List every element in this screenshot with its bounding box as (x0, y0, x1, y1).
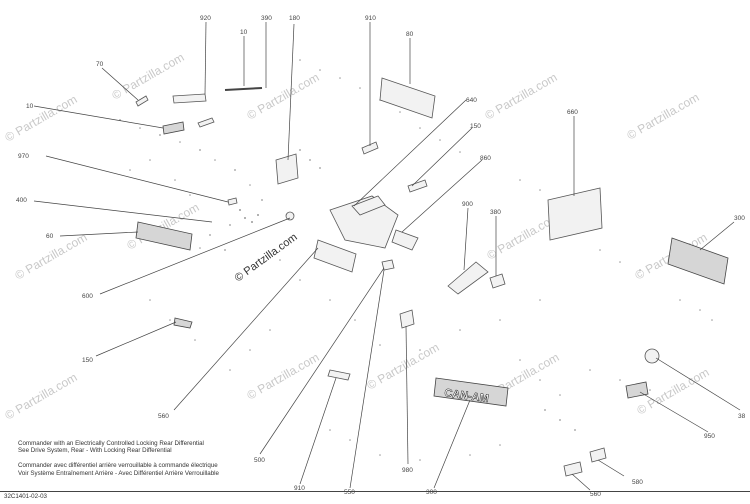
leader-lines (33, 21, 741, 491)
emblem-400 (285, 211, 295, 221)
callout-300-bottom: 300 (426, 489, 437, 496)
panel-860 (329, 195, 399, 249)
note-line: See Drive System, Rear - With Locking Re… (18, 447, 172, 455)
decal-150-left (173, 317, 193, 329)
callout-900: 900 (462, 201, 473, 208)
callout-10: 10 (240, 29, 248, 36)
decal-660 (547, 187, 603, 241)
decal-60 (135, 221, 193, 251)
watermark: © Partzilla.com (110, 50, 187, 103)
callout-660: 660 (567, 109, 578, 116)
decal-small-center (381, 259, 395, 271)
callout-920: 920 (200, 15, 211, 22)
callout-70: 70 (96, 61, 104, 68)
decal-580-a (563, 461, 583, 477)
callout-300-right: 300 (734, 215, 745, 222)
callout-860: 860 (480, 155, 491, 162)
decal-600 (313, 239, 357, 273)
decal-860 (391, 229, 419, 251)
note-line: Commander avec différentiel arrière verr… (18, 462, 218, 470)
callout-150-left: 150 (82, 357, 93, 364)
decal-580-b (589, 447, 607, 463)
decal-920 (172, 93, 207, 104)
callout-500: 500 (254, 457, 265, 464)
watermark: © Partzilla.com (3, 370, 80, 423)
note-line: Commander with an Electrically Controlle… (18, 440, 204, 447)
decal-10-left (162, 121, 185, 135)
decal-380 (489, 273, 506, 289)
decal-70 (135, 95, 149, 107)
watermark-main: © Partzilla.com (233, 231, 300, 284)
callout-910: 910 (365, 15, 376, 22)
callout-38: 38 (738, 413, 746, 420)
note-line: Voir Système Entraînement Arrière - Avec… (18, 469, 219, 477)
callout-labels: 920 10 390 180 910 80 70 10 640 150 660 … (16, 15, 746, 498)
parts-group: CAN-AM (135, 77, 729, 477)
decal-180 (275, 153, 299, 185)
watermark: © Partzilla.com (245, 70, 322, 123)
callout-580: 580 (632, 479, 643, 486)
decal-10-top (197, 117, 215, 128)
callout-560-bottom: 560 (590, 491, 601, 498)
callout-980: 980 (402, 467, 413, 474)
callout-600: 600 (82, 293, 93, 300)
callout-180: 180 (289, 15, 300, 22)
decal-970 (227, 197, 238, 206)
decal-80 (379, 77, 436, 119)
diagram-ref-code: 32C1401-02-03 (4, 493, 48, 500)
callout-80: 80 (406, 31, 414, 38)
decal-640 (351, 195, 386, 216)
callout-910-bottom: 910 (294, 485, 305, 492)
callout-390: 390 (261, 15, 272, 22)
note-line (18, 455, 250, 462)
canam-logo-panel (433, 377, 509, 407)
watermark: © Partzilla.com (625, 90, 702, 143)
callout-640: 640 (466, 97, 477, 104)
diagram-note: Commander with an Electrically Controlle… (18, 440, 250, 477)
watermark: © Partzilla.com (483, 70, 560, 123)
watermark: © Partzilla.com (3, 92, 80, 145)
watermark: © Partzilla.com (245, 350, 322, 403)
callout-60: 60 (46, 233, 54, 240)
callout-950: 950 (704, 433, 715, 440)
watermark: © Partzilla.com (365, 340, 442, 393)
decal-150-top (407, 179, 428, 193)
callout-970: 970 (18, 153, 29, 160)
emblem-38 (644, 348, 660, 364)
callout-560-left: 560 (158, 413, 169, 420)
callout-400: 400 (16, 197, 27, 204)
callout-10-left: 10 (26, 103, 34, 110)
callout-550: 550 (344, 489, 355, 496)
decal-500 (399, 309, 415, 329)
decal-910-top (361, 141, 379, 155)
decal-950 (625, 381, 649, 399)
callout-380: 380 (490, 209, 501, 216)
strip-390 (224, 87, 263, 91)
decal-560-center (327, 369, 351, 381)
callout-150-top: 150 (470, 123, 481, 130)
bottom-frame-line (0, 491, 750, 492)
decal-300-right (667, 237, 729, 285)
decal-900 (447, 261, 489, 295)
